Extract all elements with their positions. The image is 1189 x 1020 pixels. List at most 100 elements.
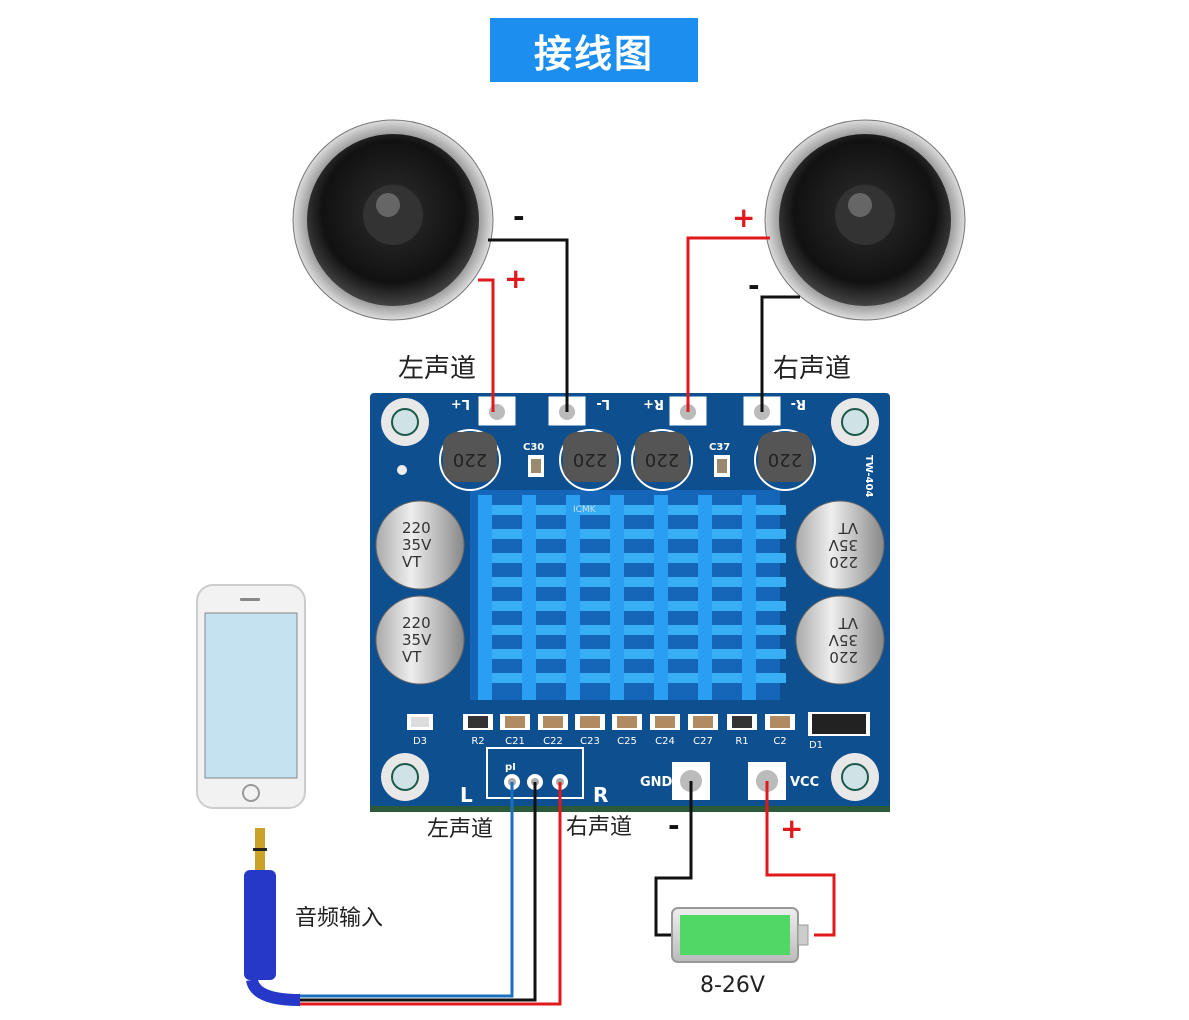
heatsink-rib [580, 529, 610, 539]
heatsink-rib [712, 649, 742, 659]
pad-label-l-plus: L+ [451, 396, 470, 411]
heatsink-rib [580, 649, 610, 659]
input-header-label: pI [505, 762, 516, 773]
smd-component [655, 716, 675, 728]
right-speaker-plus: + [732, 201, 755, 234]
input-label-r: R [593, 783, 608, 807]
smd-label: D1 [809, 740, 823, 751]
power-minus: - [668, 809, 680, 842]
smd-label: D3 [413, 736, 427, 747]
wire-input-right [300, 782, 562, 1006]
heatsink-rib [756, 649, 786, 659]
heatsink-rib [756, 625, 786, 635]
capacitor-marking: VT [402, 553, 422, 571]
right-channel-label: 右声道 [773, 354, 851, 384]
heatsink-rib [756, 505, 786, 515]
diagram-title: 接线图 [490, 18, 698, 82]
vcc-label: VCC [790, 775, 819, 790]
smd-component [693, 716, 713, 728]
smd-component [468, 716, 488, 728]
heatsink-rib [624, 577, 654, 587]
heatsink-rib [492, 649, 522, 659]
heatsink-rib [712, 625, 742, 635]
inductor-value: 220 [573, 449, 607, 470]
capacitor-marking: 220 [402, 614, 431, 632]
inductor-value: 220 [645, 449, 679, 470]
smd-component [505, 716, 525, 728]
heatsink-rib [712, 601, 742, 611]
heatsink-rib [712, 553, 742, 563]
wire-right-plus [686, 236, 770, 412]
capacitor-marking: VT [838, 519, 858, 537]
capacitor-marking: 35V [402, 536, 432, 554]
heatsink-rib [492, 601, 522, 611]
heatsink-rib [580, 673, 610, 683]
electrolytic-capacitor [375, 500, 465, 590]
input-label-l: L [460, 783, 473, 807]
power-plus: + [780, 812, 803, 845]
smd-component [580, 716, 600, 728]
right-speaker-minus: - [748, 269, 760, 302]
heatsink-rib [756, 673, 786, 683]
cap-label-c37: C37 [709, 442, 730, 453]
inductor [758, 432, 812, 482]
heatsink-rib [624, 649, 654, 659]
pad-label-r-plus: R+ [643, 396, 664, 411]
smd-label: C22 [543, 736, 563, 747]
heatsink-fin [522, 495, 536, 700]
capacitor-marking: 220 [829, 648, 858, 666]
wire-gnd [654, 781, 693, 937]
heatsink-fin [698, 495, 712, 700]
wire-input-left [300, 782, 514, 998]
electrolytic-capacitor [795, 595, 885, 685]
watermark: ICMK [573, 505, 597, 515]
wire-vcc [765, 781, 836, 937]
heatsink-rib [668, 529, 698, 539]
capacitor-marking: 35V [828, 631, 858, 649]
right-speaker [764, 119, 966, 321]
pad-label-r-minus: R- [791, 396, 806, 411]
inductor [635, 432, 689, 482]
heatsink-rib [624, 601, 654, 611]
heatsink-rib [492, 673, 522, 683]
heatsink-rib [712, 577, 742, 587]
heatsink-rib [668, 505, 698, 515]
battery [671, 907, 809, 963]
heatsink-rib [492, 577, 522, 587]
capacitor-marking: VT [402, 648, 422, 666]
inductor [563, 432, 617, 482]
pad-label-l-minus: L- [596, 396, 610, 411]
input-right-channel-label: 右声道 [566, 815, 632, 840]
heatsink-rib [536, 673, 566, 683]
wire-input-ground [300, 782, 537, 1002]
heatsink-rib [580, 505, 610, 515]
heatsink-rib [492, 505, 522, 515]
heatsink-rib [712, 505, 742, 515]
input-left-channel-label: 左声道 [427, 817, 493, 842]
smd-label: C2 [773, 736, 786, 747]
heatsink-fin [654, 495, 668, 700]
heatsink-rib [536, 625, 566, 635]
electrolytic-capacitor [795, 500, 885, 590]
heatsink-rib [668, 553, 698, 563]
smd-label: C21 [505, 736, 525, 747]
heatsink-rib [536, 649, 566, 659]
heatsink-rib [712, 529, 742, 539]
heatsink-rib [756, 577, 786, 587]
inductor [443, 432, 497, 482]
heatsink-rib [492, 625, 522, 635]
inductor-value: 220 [453, 449, 487, 470]
heatsink-rib [580, 601, 610, 611]
board-model: TW-404 [863, 455, 874, 497]
wire-left-minus [488, 238, 569, 412]
smd-component [617, 716, 637, 728]
heatsink-rib [668, 601, 698, 611]
electrolytic-capacitor [375, 595, 465, 685]
left-channel-label: 左声道 [398, 354, 476, 384]
heatsink-rib [492, 529, 522, 539]
smd-label: C25 [617, 736, 637, 747]
heatsink-rib [624, 625, 654, 635]
smd-component [732, 716, 752, 728]
